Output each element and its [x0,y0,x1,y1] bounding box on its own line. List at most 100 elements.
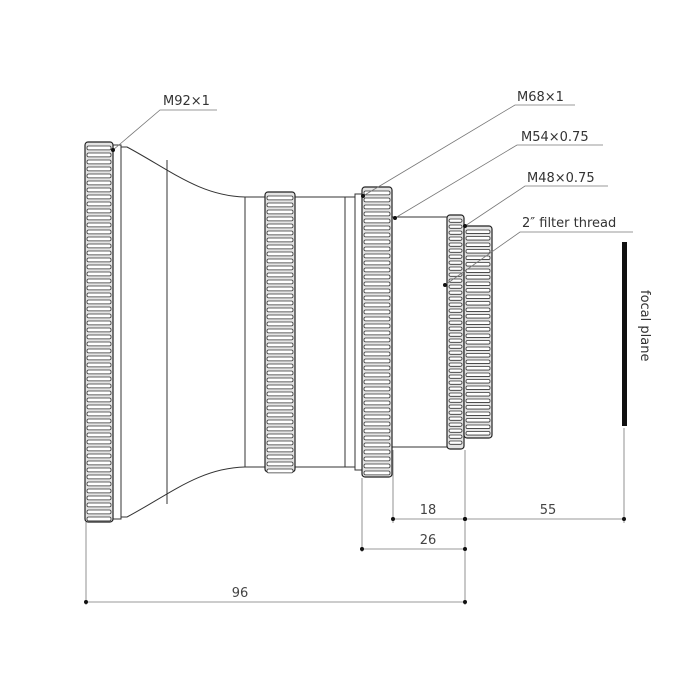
dimension-lines [84,104,633,605]
knurl-tooth [363,218,391,224]
knurl-tooth [266,349,294,355]
knurl-tooth [363,288,391,294]
knurl-tooth [86,208,112,214]
knurl-tooth [448,374,463,379]
knurl-tooth [86,481,112,487]
knurl-tooth [465,366,491,371]
knurl-tooth [465,431,491,436]
knurl-tooth [86,320,112,326]
knurl-tooth [86,264,112,270]
knurl-tooth [465,346,491,351]
knurl-tooth [465,262,491,267]
front-flange [112,144,122,520]
knurl-tooth [86,145,112,151]
knurl-tooth [448,404,463,409]
knurl-tooth [86,299,112,305]
knurl-tooth [363,337,391,343]
knurl-tooth [363,239,391,245]
knurl-tooth [86,159,112,165]
knurl-tooth [363,372,391,378]
callout-filter-thread: 2″ filter thread [522,216,616,231]
knurl-tooth [266,440,294,446]
knurl-tooth [465,424,491,429]
knurl-tooth [465,320,491,325]
knurl-tooth [86,341,112,347]
knurl-tooth [363,197,391,203]
knurl-tooth [448,218,463,223]
knurl-tooth [86,271,112,277]
knurl-tooth [363,295,391,301]
knurl-tooth [266,363,294,369]
knurl-tooth [266,300,294,306]
m48-ring [446,214,465,450]
knurl-tooth [448,338,463,343]
knurl-tooth [448,380,463,385]
knurl-tooth [86,390,112,396]
knurl-tooth [266,433,294,439]
dim-26: 26 [420,533,437,548]
knurl-tooth [465,405,491,410]
knurl-tooth [266,461,294,467]
knurl-tooth [448,242,463,247]
knurl-tooth [266,426,294,432]
knurl-tooth [86,222,112,228]
knurl-tooth [86,215,112,221]
knurl-tooth [86,334,112,340]
knurl-tooth [465,385,491,390]
leader-dot [361,194,365,198]
leader-dot [463,224,467,228]
knurl-tooth [86,180,112,186]
dimension-end [463,600,467,604]
knurl-tooth [448,386,463,391]
knurl-tooth [448,230,463,235]
knurl-tooth [86,509,112,515]
knurl-tooth [266,328,294,334]
knurl-tooth [86,488,112,494]
knurl-tooth [266,335,294,341]
knurl-tooth [448,392,463,397]
knurl-tooth [363,470,391,476]
knurl-tooth [363,463,391,469]
knurl-tooth [266,356,294,362]
knurl-tooth [363,260,391,266]
knurl-tooth [86,236,112,242]
knurl-tooth [363,323,391,329]
knurl-tooth [266,237,294,243]
knurl-tooth [465,418,491,423]
knurl-tooth [465,327,491,332]
knurl-tooth [266,244,294,250]
knurl-tooth [363,253,391,259]
knurl-tooth [86,201,112,207]
knurl-tooth [363,204,391,210]
knurl-tooth [448,356,463,361]
knurl-tooth [448,344,463,349]
knurl-tooth [86,383,112,389]
knurl-tooth [86,432,112,438]
filter-ring [463,225,493,439]
knurl-tooth [266,209,294,215]
knurl-tooth [448,308,463,313]
knurl-tooth [448,422,463,427]
knurl-tooth [448,440,463,445]
knurl-tooth [465,268,491,273]
knurl-tooth [363,246,391,252]
knurl-tooth [465,294,491,299]
knurl-tooth [448,434,463,439]
knurl-tooth [363,428,391,434]
knurl-tooth [448,224,463,229]
knurl-tooth [86,292,112,298]
knurl-tooth [448,350,463,355]
knurl-tooth [266,377,294,383]
callout-m54: M54×0.75 [521,130,589,145]
knurl-tooth [363,414,391,420]
dim-55: 55 [540,503,557,518]
dimension-end [84,600,88,604]
knurl-tooth [363,379,391,385]
callout-leader [112,109,217,151]
knurl-tooth [448,302,463,307]
knurl-tooth [363,344,391,350]
knurl-tooth [266,419,294,425]
knurl-tooth [363,225,391,231]
knurl-tooth [86,516,112,522]
